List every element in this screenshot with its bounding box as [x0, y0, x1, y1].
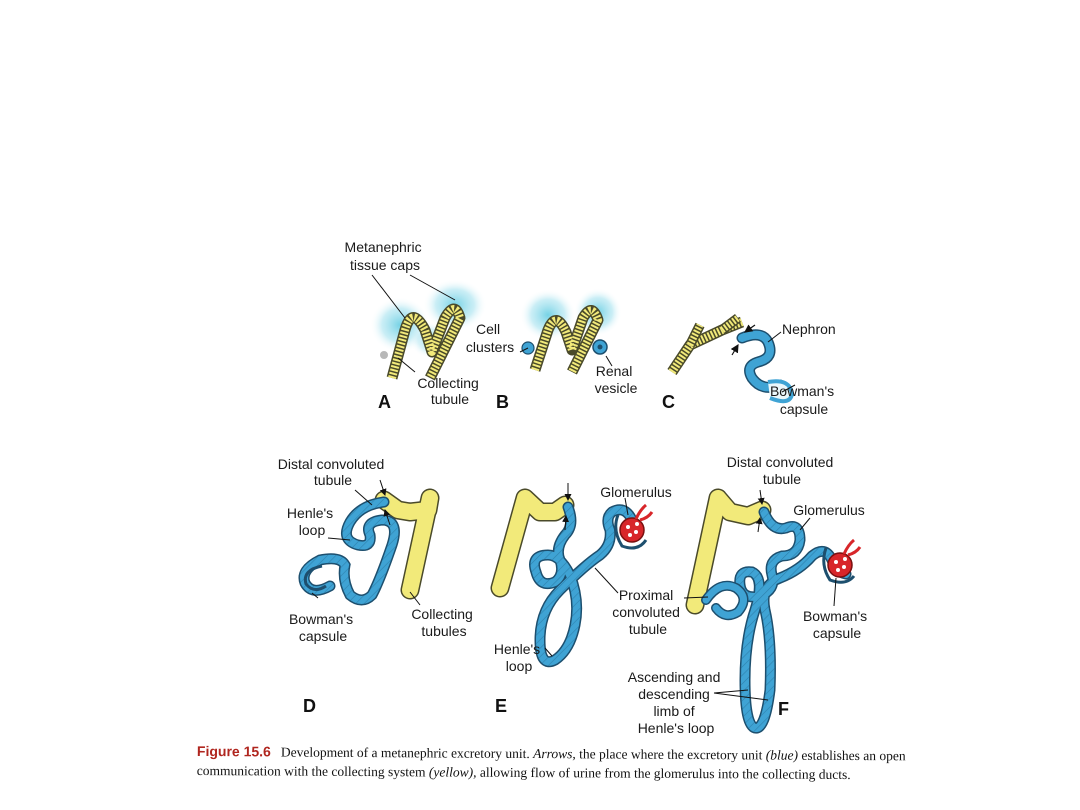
label-henles-e: Henle's loop [494, 641, 544, 674]
panel-letter-d: D [303, 696, 316, 716]
panel-e [490, 483, 654, 668]
label-distal-d: Distal convoluted tubule [278, 456, 389, 488]
caption-yellow: (yellow), [428, 764, 477, 780]
label-cell-clusters: Cell clusters [466, 321, 514, 355]
label-glomerulus-f: Glomerulus [793, 502, 865, 518]
panel-b [519, 288, 622, 375]
caption-text-4: allowing flow of urine from the glomerul… [476, 764, 851, 782]
label-renal-vesicle: Renal vesicle [595, 363, 638, 396]
figure-number: Figure 15.6 [196, 743, 271, 760]
panel-letters: A B C D E F [303, 392, 789, 719]
bowmans-capsule-c [767, 379, 795, 404]
panel-d [298, 479, 440, 606]
panel-letter-e: E [495, 696, 507, 716]
label-proximal: Proximal convoluted tubule [612, 587, 684, 637]
panel-a [370, 274, 487, 381]
bowmans-capsule-d [303, 564, 327, 591]
label-bowmans-c: Bowman's capsule [770, 383, 838, 417]
labels: Metanephric tissue caps Cell clusters Co… [278, 239, 871, 736]
caption-text-1: Development of a metanephric excretory u… [280, 744, 534, 762]
label-collecting-tubule: Collecting tubule [417, 375, 482, 407]
glomerulus-e [619, 517, 645, 543]
label-metanephric: Metanephric tissue caps [345, 239, 426, 273]
label-collecting-tubules: Collecting tubules [411, 606, 476, 639]
caption-arrows: Arrows, [533, 746, 576, 762]
speck [380, 351, 388, 359]
figure-caption: Figure 15.6 Development of a metanephric … [197, 742, 957, 785]
label-nephron: Nephron [782, 321, 836, 337]
label-bowmans-d: Bowman's capsule [289, 611, 357, 644]
label-glomerulus-e: Glomerulus [600, 484, 672, 500]
panel-letter-f: F [778, 699, 789, 719]
panel-letter-c: C [662, 392, 675, 412]
panel-c [667, 314, 796, 404]
panel-letter-a: A [378, 392, 391, 412]
caption-blue: (blue) [765, 747, 799, 763]
label-ascending: Ascending and descending limb of Henle's… [628, 669, 725, 736]
collecting-tubule-c [667, 316, 745, 376]
label-bowmans-f: Bowman's capsule [803, 608, 871, 641]
caption-text-2: the place where the excretory unit [575, 746, 766, 763]
label-henles-d: Henle's loop [287, 505, 337, 538]
panel-f [683, 488, 862, 734]
label-distal-f: Distal convoluted tubule [727, 454, 838, 487]
panel-letter-b: B [496, 392, 509, 412]
glomerulus-f [827, 552, 853, 578]
